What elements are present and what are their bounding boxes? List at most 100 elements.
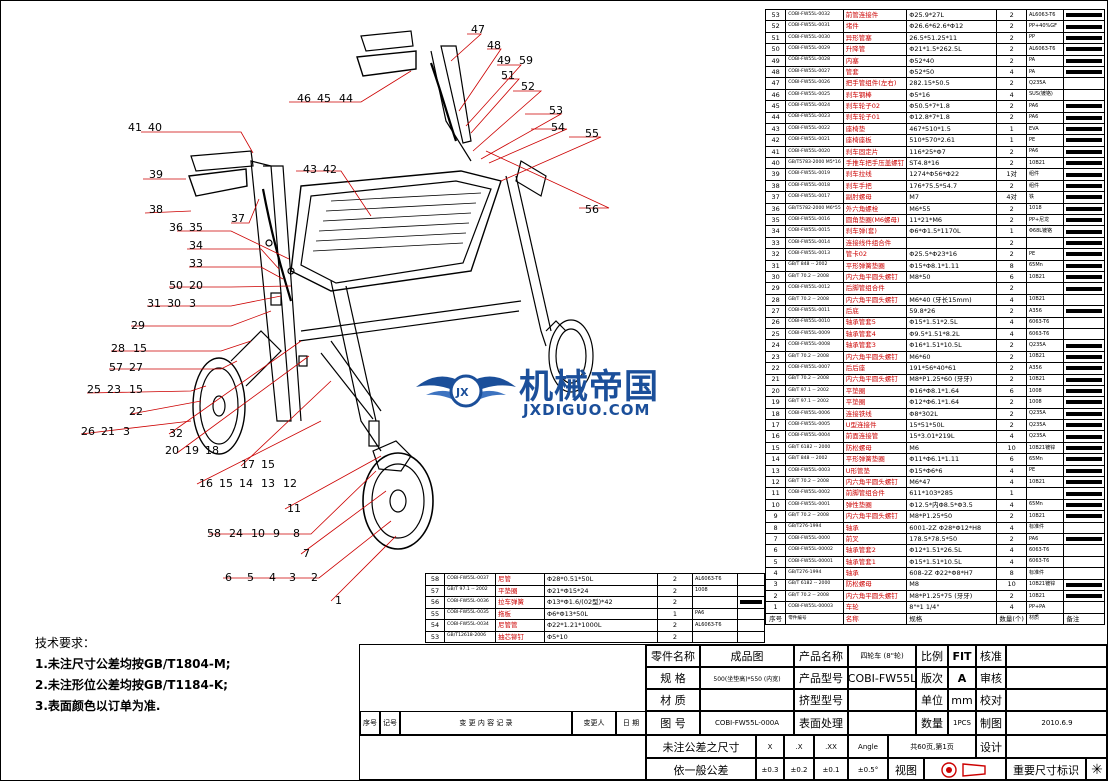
callout-54: 54 [551,121,565,134]
design-label: 设计 [976,735,1006,758]
bom-cell-qty: 2 [657,619,693,632]
surface-value [848,711,916,735]
bom-cell-name: 内六角平圆头螺钉 [842,589,908,603]
surface-label: 表面处理 [794,711,848,735]
redaction-bar [1066,354,1102,359]
bom-cell-note [1063,498,1105,512]
callout-35: 35 [189,221,203,234]
bom-cell-name: 抽芯铆钉 [495,630,545,643]
bom-cell-note [1063,157,1105,170]
redaction-bar [1066,206,1102,211]
bom-cell-spec [906,236,998,250]
bom-cell-spec: Φ52*50 [906,65,998,79]
date-value: 2010.6.9 [1006,711,1108,735]
bom-cell-name: 平垫圈 [495,584,545,597]
svg-text:JX: JX [455,386,469,399]
bom-cell-mat: PA6 [1025,111,1065,124]
bom-cell-name: 管卡02 [842,248,908,261]
bom-cell-name: 后后座 [842,362,908,375]
bom-cell-mat: 10B21镀锌 [1025,578,1065,591]
bom-cell-name: 前管连接件 [842,8,908,22]
bom-cell-qty: 2 [996,532,1027,546]
bom-cell-qty: 2 [996,43,1027,56]
bom-cell-spec: Φ15*Φ6*6 [906,464,998,478]
bom-cell-note [1063,179,1105,193]
bom-cell-no: 41 [764,145,787,159]
bom-cell-no: 47 [764,77,787,90]
technical-requirements: 技术要求： 1.未注尺寸公差均按GB/T1804-M; 2.未注形位公差均按GB… [35,633,231,717]
title-block: 序号 记号 变 更 内 容 记 录 变更人 日 期 零件名称 成品图 产品名称 … [359,644,1108,781]
bom-cell-note [1063,510,1105,523]
bom-cell-spec: 6001-2Z Φ28*Φ12*H8 [906,521,998,534]
bom-cell-name: 平垫圈 [842,396,908,409]
bom-cell-mat: AL6063-T6 [1025,8,1065,22]
bom-cell-note [1063,134,1105,147]
callout-59: 59 [519,54,533,67]
bom-cell-mat: 10B21 [1025,293,1065,307]
bom-cell-spec: Φ26.6*62.6*Φ12 [906,20,998,33]
bom-cell-name: 升降管 [842,43,908,56]
callout-15a: 15 [133,342,147,355]
callout-40: 40 [148,121,162,134]
asterisk-icon: ✳ [1086,758,1108,781]
bom-cell-qty: 2 [996,305,1027,318]
bom-cell-no: 21 [764,373,787,386]
redaction-bar [1066,47,1102,52]
bom-header-name: 名称 [842,612,908,626]
callout-23: 23 [107,383,121,396]
qty-label: 数量 [916,711,948,735]
product-name-label: 产品名称 [794,645,848,667]
bom-cell-note [1063,65,1105,79]
bom-cell-qty: 4 [996,544,1027,557]
tol-angle: Angle [848,735,888,758]
callout-39: 39 [149,168,163,181]
bom-cell-no: 18 [764,407,787,421]
bom-cell-spec: 608-2Z Φ22*Φ8*H7 [906,567,998,580]
callout-50: 50 [169,279,183,292]
bom-cell-qty: 2 [996,396,1027,409]
bom-cell-note [737,630,765,643]
redaction-bar [1066,423,1102,428]
bom-cell-note [1063,453,1105,466]
proof-value [1006,689,1108,711]
bom-cell-note [1063,214,1105,227]
callout-leaders [80,33,610,602]
bom-header-no: 序号 [764,612,787,626]
rev-value: A [948,667,976,689]
bom-cell-name: 内六角平圆头螺钉 [842,373,908,386]
bom-cell-mat: A356 [1025,362,1065,375]
bom-cell-no: 55 [425,607,445,620]
bom-cell-name: U型连接件 [842,419,908,432]
bom-cell-spec: 1274*Φ56*Φ22 [906,168,998,181]
redaction-bar [1066,434,1102,439]
bom-cell-note [1063,475,1105,489]
bom-cell-code: COBI-FW55L-0037 [444,573,496,586]
bom-cell-name: 防松螺母 [842,578,908,591]
bom-cell-note [1063,350,1105,364]
tolerance-label: 未注公差之尺寸 [646,735,756,758]
rev-col-mark: 记号 [380,711,400,735]
bom-cell-mat: Q235A [1025,77,1065,90]
bom-cell-note [737,619,765,632]
bom-cell-spec: Φ13*Φ1.6/(02型)*42 [544,596,658,609]
proof-label: 校对 [976,689,1006,711]
bom-cell-qty: 2 [996,20,1027,33]
callout-41: 41 [128,121,142,134]
bom-cell-mat: 标准件 [1025,521,1065,534]
bom-cell-no: 19 [764,396,787,409]
bom-cell-code: COBI-FW55L-0003 [785,464,844,478]
watermark-cn: 机械帝国 [519,367,659,407]
bom-cell-spec: Φ9.5*1.51*8.2L [906,327,998,341]
bom-cell-spec: Φ6*Φ13*50L [544,607,658,620]
bom-cell-spec: Φ12.5*内Φ8.5*Φ3.5 [906,498,998,512]
bom-cell-code: COBI-FW55L-0004 [785,430,844,443]
bom-cell-qty: 8 [996,259,1027,273]
bom-cell-note [1063,373,1105,386]
bom-cell-code: COBI-FW55L-0009 [785,327,844,341]
